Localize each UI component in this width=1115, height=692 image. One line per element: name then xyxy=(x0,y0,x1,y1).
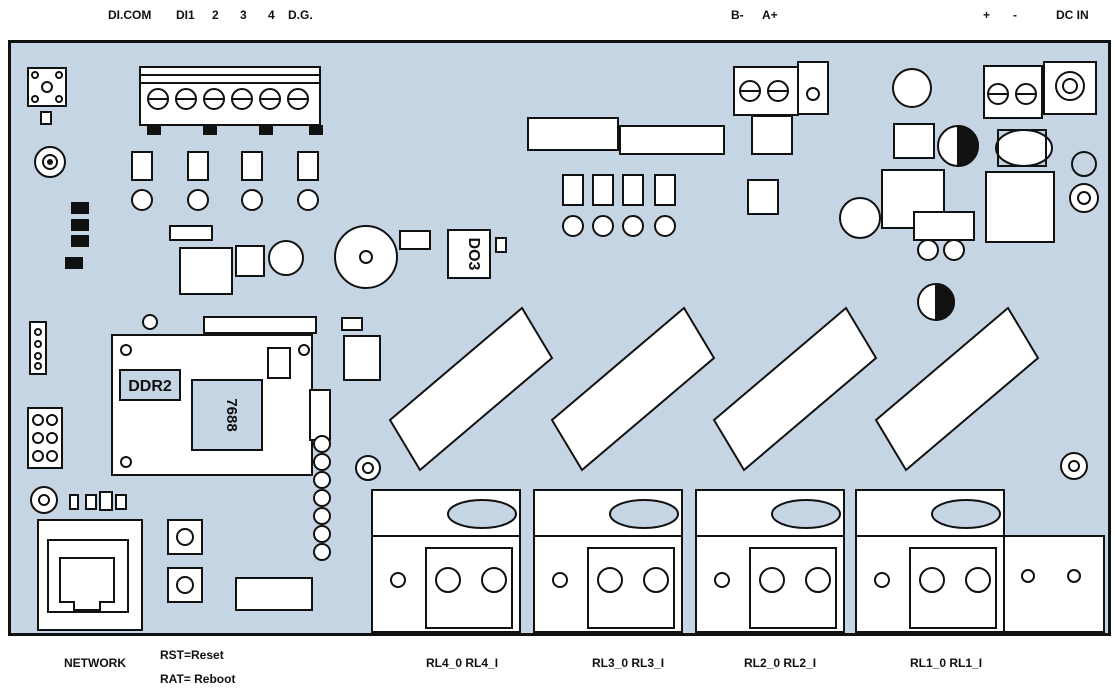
label-rl2: RL2_0 RL2_I xyxy=(744,656,817,670)
label-rl3: RL3_0 RL3_I xyxy=(592,656,665,670)
tactile-switch-top-left[interactable] xyxy=(27,67,67,125)
electrolytic-capacitor xyxy=(268,240,304,276)
soc-chip-label: 7688 xyxy=(223,398,240,431)
mount-hole-icon xyxy=(1069,183,1099,213)
label-reboot: RAT= Reboot xyxy=(160,672,236,686)
rs485-transceiver xyxy=(527,117,725,155)
relay-terminal-rl3[interactable] xyxy=(533,489,683,633)
ic-chip-label: DO3 xyxy=(465,238,482,271)
label-dc-in: DC IN xyxy=(1056,8,1089,22)
label-dg: D.G. xyxy=(288,8,313,22)
board-drawing: DDR2 7688 DO3 xyxy=(27,61,1105,633)
label-reset: RST=Reset xyxy=(160,648,224,662)
pin-header[interactable] xyxy=(235,577,313,611)
buzzer xyxy=(334,225,398,289)
power-inductor xyxy=(169,225,265,295)
mount-hole-icon xyxy=(1060,452,1088,480)
label-plus: + xyxy=(983,8,991,22)
label-minus: - xyxy=(1013,8,1017,22)
power-output-terminal[interactable] xyxy=(1003,535,1105,633)
label-rl4: RL4_0 RL4_I xyxy=(426,656,499,670)
label-di4: 4 xyxy=(268,8,275,22)
power-capacitors xyxy=(839,68,1097,239)
serial-header[interactable] xyxy=(29,321,47,375)
label-b-minus: B- xyxy=(731,8,744,22)
relay-rl2 xyxy=(712,306,878,472)
label-di-com: DI.COM xyxy=(108,8,152,22)
reboot-button[interactable] xyxy=(167,567,203,603)
ic-chip xyxy=(399,229,507,279)
label-di1: DI1 xyxy=(176,8,195,22)
label-di3: 3 xyxy=(240,8,247,22)
relay-terminal-rl1[interactable] xyxy=(855,489,1005,633)
power-terminal-block[interactable] xyxy=(983,65,1043,119)
module-headers xyxy=(203,316,381,561)
mount-hole-icon xyxy=(34,146,66,178)
relay-terminal-rl4[interactable] xyxy=(371,489,521,633)
relay-rl1 xyxy=(874,306,1040,472)
relay-rl3 xyxy=(550,306,716,472)
do-optocouplers xyxy=(562,174,779,237)
relay-terminal-rl2[interactable] xyxy=(695,489,845,633)
label-network: NETWORK xyxy=(64,656,126,670)
di-optocouplers xyxy=(131,151,319,211)
rs485-terminal-block[interactable] xyxy=(733,61,829,155)
status-leds xyxy=(69,491,127,511)
wifi-module xyxy=(111,334,313,476)
label-di2: 2 xyxy=(212,8,219,22)
mount-hole-icon xyxy=(142,314,381,481)
power-regulator xyxy=(881,169,1055,322)
ddr-chip-label: DDR2 xyxy=(128,378,172,395)
relay-rl4 xyxy=(388,306,554,472)
mount-hole-icon xyxy=(30,486,58,514)
label-rl1: RL1_0 RL1_I xyxy=(910,656,983,670)
gpio-header[interactable] xyxy=(27,407,63,469)
label-a-plus: A+ xyxy=(762,8,778,22)
di-terminal-block[interactable] xyxy=(139,66,321,126)
dc-jack[interactable] xyxy=(1043,61,1097,115)
reset-button[interactable] xyxy=(167,519,203,555)
ethernet-port[interactable] xyxy=(37,519,143,631)
